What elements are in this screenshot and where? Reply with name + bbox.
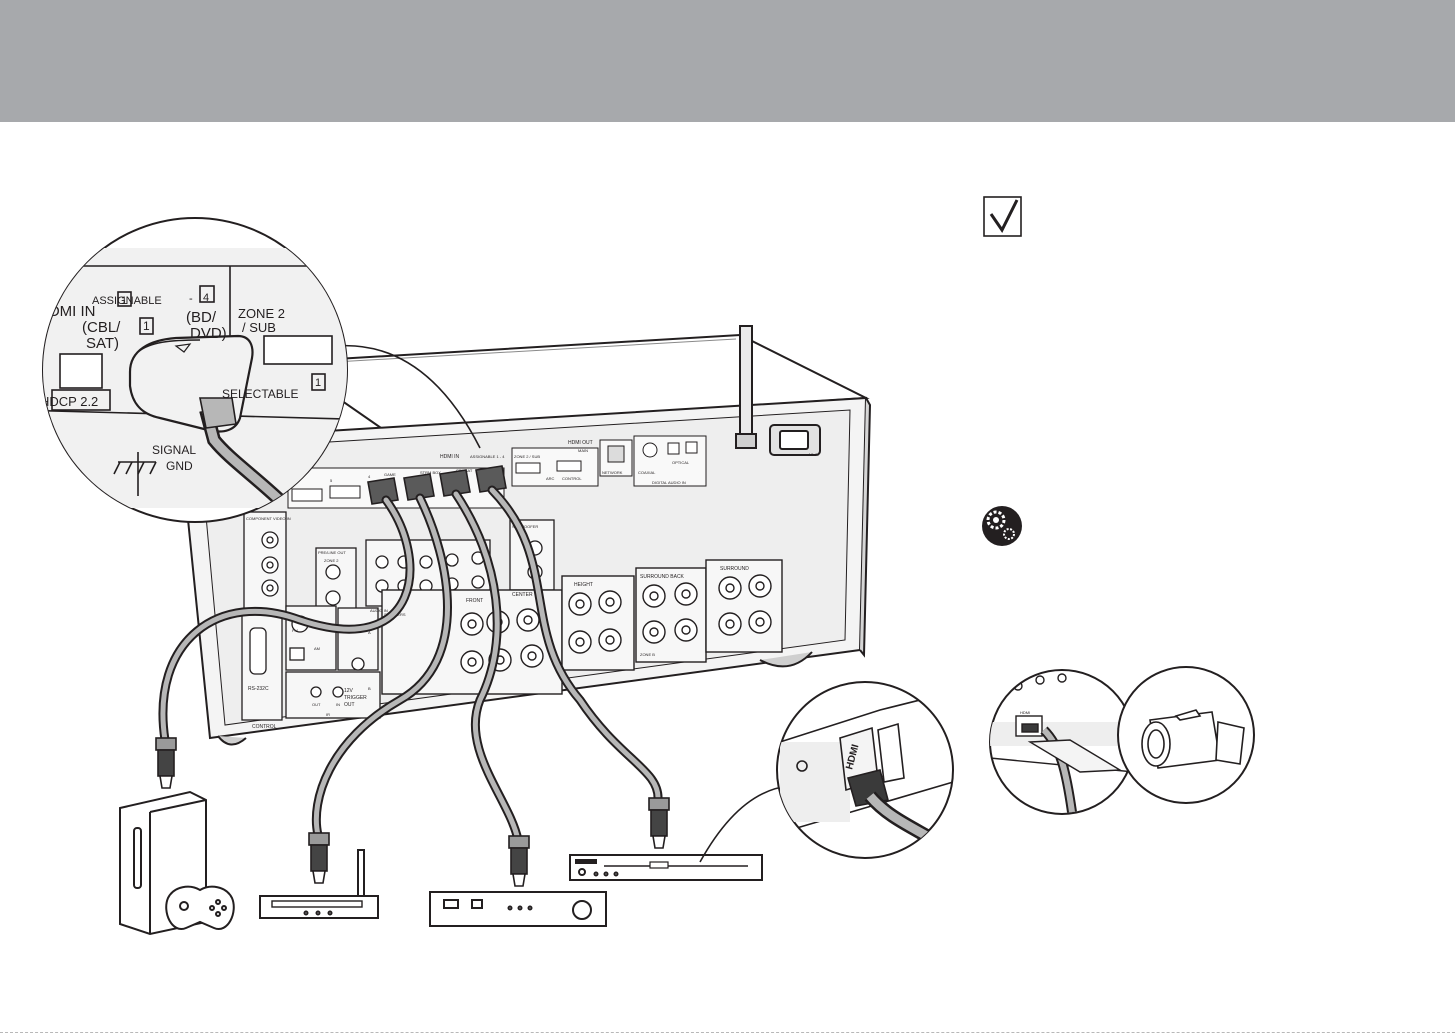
mag-bd-dvd-1: (BD/ bbox=[186, 309, 217, 326]
mag-selectable: SELECTABLE bbox=[222, 387, 298, 401]
rp-trigger-1: 12V bbox=[344, 688, 354, 694]
rp-strm-box: STRM BOX bbox=[420, 470, 441, 475]
camcorder-icon bbox=[1141, 709, 1245, 769]
mag-assignable-from: 1 bbox=[121, 295, 127, 307]
rp-hdmi-in: HDMI IN bbox=[440, 454, 460, 460]
mag-hdcp: HDCP 2.2 bbox=[40, 394, 98, 409]
rp-out: OUT bbox=[312, 702, 321, 707]
rp-game: GAME bbox=[384, 472, 396, 477]
rp-port-a: A bbox=[368, 630, 371, 635]
plug-router bbox=[308, 832, 330, 884]
plug-game-console bbox=[155, 737, 177, 789]
rp-coaxial: COAXIAL bbox=[638, 470, 656, 475]
cable-box-device bbox=[429, 891, 607, 927]
rp-trigger-3: OUT bbox=[344, 702, 355, 708]
rp-arc: ARC bbox=[546, 476, 555, 481]
check-icon bbox=[983, 196, 1022, 237]
rear-panel-labels: HDMI IN ASSIGNABLE 1 - 4 HDMI OUT MAIN Z… bbox=[246, 440, 819, 730]
mag-cbl-sat-1: (CBL/ bbox=[82, 319, 121, 336]
cam-panel-hdmi: HDMI bbox=[1020, 710, 1030, 715]
game-console-device bbox=[119, 790, 235, 936]
rp-surround-back: SURROUND BACK bbox=[640, 574, 685, 580]
rp-assignable: ASSIGNABLE 1 - 4 bbox=[470, 454, 505, 459]
rp-port-5: 5 bbox=[330, 478, 333, 483]
bd-port-magnifier: HDMI bbox=[776, 681, 954, 859]
plug-cable-box bbox=[508, 835, 530, 887]
rp-audio-in: AUDIO IN bbox=[370, 608, 388, 613]
mag-hdmi-in: HDMI IN bbox=[38, 303, 96, 320]
rp-height: HEIGHT bbox=[574, 582, 593, 588]
mag-signal: SIGNAL bbox=[152, 443, 196, 457]
speaker-terminals bbox=[381, 559, 783, 695]
rp-control-label: CONTROL bbox=[252, 724, 277, 730]
rp-rs232c: RS-232C bbox=[248, 686, 269, 692]
rp-ac-in: AC IN bbox=[808, 452, 819, 457]
mag-cbl-sat-num: 1 bbox=[143, 319, 150, 333]
rp-trigger-2: TRIGGER bbox=[344, 695, 367, 701]
rp-pre-out: PRE/LINE OUT bbox=[318, 550, 346, 555]
rp-control: CONTROL bbox=[562, 476, 582, 481]
mag-assignable-dash: - bbox=[189, 293, 193, 305]
bd-player-device bbox=[569, 854, 763, 881]
hdmi-cables bbox=[158, 485, 663, 845]
page-bottom-rule bbox=[0, 1032, 1455, 1033]
rp-port-b: B bbox=[368, 686, 371, 691]
rp-zone-b: ZONE B bbox=[640, 652, 655, 657]
mag-zone2-1: ZONE 2 bbox=[238, 306, 285, 321]
mag-selectable-num: 1 bbox=[315, 377, 321, 389]
rp-zone2: ZONE 2 bbox=[324, 558, 339, 563]
device-hdmi-plugs bbox=[155, 737, 670, 887]
rp-main: MAIN bbox=[578, 448, 588, 453]
mag-assignable: ASSIGNABLE bbox=[92, 295, 162, 307]
rp-am: AM bbox=[314, 646, 320, 651]
router-device bbox=[259, 849, 379, 919]
rp-center: CENTER bbox=[512, 592, 533, 598]
rp-component-video-in: COMPONENT VIDEO IN bbox=[246, 516, 291, 521]
rp-port-4: 4 bbox=[368, 474, 371, 479]
mag-gnd: GND bbox=[166, 459, 193, 473]
bd-magnifier-pointer bbox=[699, 785, 791, 863]
header-banner bbox=[0, 0, 1455, 122]
rear-hdmi-plugs bbox=[367, 465, 507, 505]
mag-zone2-2: / SUB bbox=[242, 320, 276, 335]
rp-in: IN bbox=[336, 702, 340, 707]
rp-surround: SURROUND bbox=[720, 566, 749, 572]
rp-zone2-sub: ZONE 2 / SUB bbox=[514, 454, 540, 459]
rp-front: FRONT bbox=[466, 598, 483, 604]
rp-network: NETWORK bbox=[602, 470, 623, 475]
rp-fm: FM bbox=[292, 628, 298, 633]
mag-assignable-to: 4 bbox=[203, 292, 209, 304]
rp-hdmi-out: HDMI OUT bbox=[568, 440, 593, 446]
plug-bd-player bbox=[648, 797, 670, 849]
gears-icon bbox=[982, 506, 1022, 546]
rear-magnifier: HDMI IN ASSIGNABLE 1 - 4 (CBL/ SAT) 1 (B… bbox=[38, 217, 348, 523]
rp-digital-audio-in: DIGITAL AUDIO IN bbox=[652, 480, 686, 485]
rp-optical: OPTICAL bbox=[672, 460, 690, 465]
mag-cbl-sat-2: SAT) bbox=[86, 335, 119, 352]
camcorder-connection: HDMI bbox=[989, 666, 1255, 815]
mag-bd-dvd-2: DVD) bbox=[190, 325, 227, 342]
rp-subwoofer: SUBWOOFER bbox=[512, 524, 538, 529]
rp-ir: IR bbox=[326, 712, 330, 717]
